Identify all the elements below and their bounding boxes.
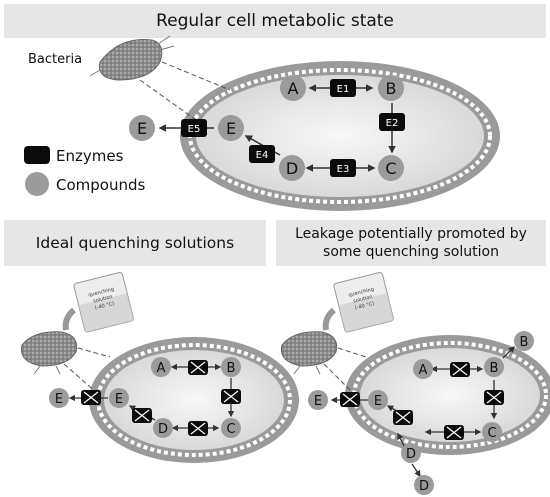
svg-text:C: C [487,426,496,441]
legend-enzymes: Enzymes [24,146,124,165]
svg-text:A: A [419,363,428,378]
enzyme-swatch-icon [24,146,50,164]
compound-C: C [482,422,502,442]
svg-text:E: E [374,394,382,409]
svg-text:C: C [385,159,396,178]
svg-text:(-40 °C): (-40 °C) [354,301,375,312]
enzyme-quenched [81,390,101,405]
svg-text:E2: E2 [386,118,399,129]
compound-D-leaked: D [414,475,434,495]
zoom-line [323,363,353,393]
zoom-line [139,79,197,121]
svg-text:B: B [520,335,529,350]
compound-B: B [221,357,241,377]
bacteria-icon [20,331,78,375]
enzyme-E5: E5 [181,119,207,137]
zoom-line [337,347,367,358]
compound-B: B [378,75,404,101]
compound-B: B [484,357,504,377]
compound-E-inside: E [368,390,388,410]
enzyme-quenched [393,410,413,425]
enzyme-quenched [340,392,360,407]
zoom-line [161,61,231,91]
compound-D: D [401,443,421,463]
leakage-title: Leakage potentially promoted by some que… [276,220,546,266]
enzyme-E1: E1 [330,79,356,97]
compound-A: A [413,359,433,379]
svg-text:solution: solution [93,294,114,305]
enzyme-quenched [444,425,464,440]
compound-swatch-icon [25,172,49,196]
svg-text:E4: E4 [256,150,269,161]
svg-text:B: B [490,361,499,376]
svg-text:D: D [419,479,429,494]
compound-E-outside: E [308,390,328,410]
enzyme-quenched [132,408,152,423]
compound-A: A [280,75,306,101]
compound-C: C [378,155,404,181]
enzyme-E4: E4 [249,145,275,163]
enzyme-quenched [188,421,208,436]
svg-text:E1: E1 [337,84,350,95]
svg-text:D: D [286,159,298,178]
compound-E-inside: E [109,388,129,408]
svg-text:D: D [158,422,168,437]
svg-text:E: E [226,119,236,138]
bacteria-icon [280,331,338,375]
svg-text:E: E [115,392,123,407]
bacteria-label: Bacteria [28,52,82,67]
svg-text:E5: E5 [188,124,201,135]
beaker-icon: quenching solution (-40 °C) [62,272,134,333]
enzyme-quenched [450,362,470,377]
svg-text:A: A [288,79,299,98]
compound-D: D [279,155,305,181]
compound-E-outside: E [49,388,69,408]
svg-text:E: E [314,394,322,409]
compound-E-inside: E [218,115,244,141]
compound-C: C [221,418,241,438]
compound-A: A [151,357,171,377]
svg-text:A: A [157,361,166,376]
svg-text:E3: E3 [337,164,350,175]
zoom-line [63,363,97,393]
svg-text:E: E [55,392,63,407]
svg-text:C: C [226,422,235,437]
svg-text:Enzymes: Enzymes [56,147,124,165]
svg-text:E: E [137,119,147,138]
svg-text:D: D [406,447,416,462]
enzyme-quenched [188,360,208,375]
svg-text:B: B [386,79,397,98]
enzyme-quenched [484,390,504,405]
svg-text:B: B [227,361,236,376]
regular-state-title: Regular cell metabolic state [4,4,546,38]
legend-compounds: Compounds [25,172,145,196]
enzyme-E3: E3 [330,159,356,177]
compound-B-leaked: B [514,331,534,351]
enzyme-quenched [221,389,241,404]
beaker-icon: quenching solution (-40 °C) [322,272,394,333]
ideal-quenching-title: Ideal quenching solutions [4,220,266,266]
svg-text:(-40 °C): (-40 °C) [94,301,115,312]
svg-text:solution: solution [353,294,374,305]
enzyme-E2: E2 [379,113,405,131]
compound-D: D [153,418,173,438]
compound-E-outside: E [129,115,155,141]
zoom-line [77,347,111,358]
bacteria-icon [89,35,175,81]
svg-text:Compounds: Compounds [56,176,145,194]
